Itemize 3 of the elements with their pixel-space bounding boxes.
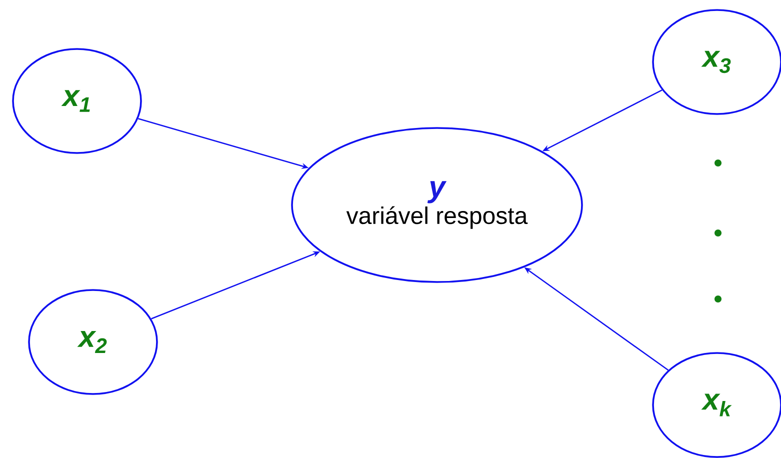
ellipse-node: x$_{2}$ [28, 289, 158, 395]
ellipse-node: y variável resposta [291, 127, 583, 283]
ellipse-node: x$_{1}$ [12, 48, 142, 154]
